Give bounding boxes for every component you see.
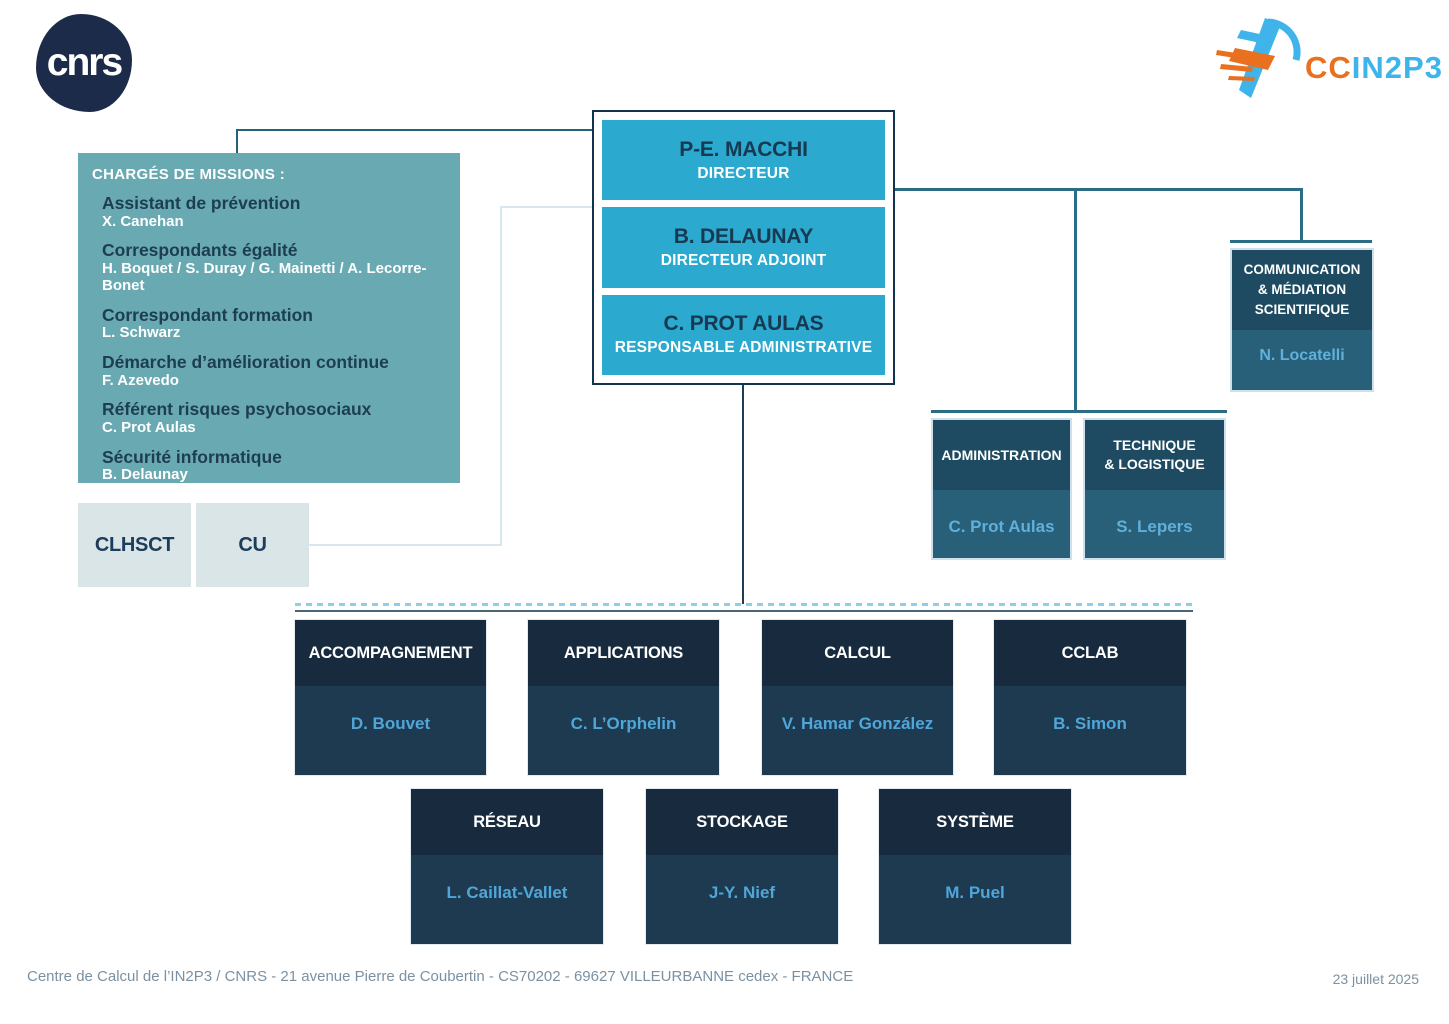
member-role: DIRECTEUR xyxy=(697,164,790,182)
missions-panel: CHARGÉS DE MISSIONS : Assistant de préve… xyxy=(78,153,460,483)
communication-title-line: COMMUNICATION xyxy=(1243,261,1361,277)
team-calcul: CALCUL V. Hamar González xyxy=(761,619,954,776)
unit-name: C. Prot Aulas xyxy=(933,490,1070,558)
unit-name: S. Lepers xyxy=(1085,490,1224,558)
team-systeme: SYSTÈME M. Puel xyxy=(878,788,1072,945)
mission-names: B. Delaunay xyxy=(102,466,188,484)
connector-committees-v xyxy=(500,206,502,546)
mission-role: Démarche d’amélioration continue xyxy=(102,351,389,372)
cnrs-logo: cnrs xyxy=(36,14,132,112)
communication-title: COMMUNICATION & MÉDIATION SCIENTIFIQUE xyxy=(1232,250,1372,330)
mission-role: Correspondant formation xyxy=(102,304,313,325)
team-name: V. Hamar González xyxy=(762,686,953,775)
communication-name: N. Locatelli xyxy=(1232,330,1372,390)
connector-right-v1 xyxy=(1074,188,1077,413)
connector-communication-h xyxy=(1230,240,1372,243)
communication-title-line: & MÉDIATION xyxy=(1257,281,1347,297)
mission-item: Correspondants égalité H. Boquet / S. Du… xyxy=(102,241,450,294)
mission-names: H. Boquet / S. Duray / G. Mainetti / A. … xyxy=(102,259,427,294)
connector-right-v2 xyxy=(1300,188,1303,243)
connector-top-left-h xyxy=(236,129,594,131)
team-title: CALCUL xyxy=(762,620,953,686)
connector-teams-solid xyxy=(295,610,1193,612)
mission-names: C. Prot Aulas xyxy=(102,418,196,436)
ccin2p3-logo-text: CCIN2P3 xyxy=(1305,50,1443,86)
team-applications: APPLICATIONS C. L’Orphelin xyxy=(527,619,720,776)
unit-technique-logistique: TECHNIQUE & LOGISTIQUE S. Lepers xyxy=(1083,418,1226,560)
committee-label: CU xyxy=(238,533,267,556)
team-title: CCLAB xyxy=(994,620,1186,686)
member-name: B. DELAUNAY xyxy=(673,224,814,248)
communication-title-line: SCIENTIFIQUE xyxy=(1254,302,1350,318)
mission-item: Correspondant formation L. Schwarz xyxy=(102,304,450,342)
mission-names: L. Schwarz xyxy=(102,324,181,342)
unit-title-line: & LOGISTIQUE xyxy=(1104,456,1205,472)
mission-item: Assistant de prévention X. Canehan xyxy=(102,193,450,230)
mission-names: X. Canehan xyxy=(102,212,184,230)
committee-label: CLHSCT xyxy=(94,533,175,556)
direction-box: P-E. MACCHI DIRECTEUR B. DELAUNAY DIRECT… xyxy=(592,110,895,385)
team-name: C. L’Orphelin xyxy=(528,686,719,775)
member-name: P-E. MACCHI xyxy=(679,137,808,161)
unit-title-line: TECHNIQUE xyxy=(1113,437,1196,454)
team-name: L. Caillat-Vallet xyxy=(411,855,603,944)
team-name: M. Puel xyxy=(879,855,1071,944)
team-cclab: CCLAB B. Simon xyxy=(993,619,1187,776)
unit-title: TECHNIQUE & LOGISTIQUE xyxy=(1085,420,1224,490)
connector-committees-h2 xyxy=(308,544,502,546)
committee-cu: CU xyxy=(196,503,309,587)
team-title: APPLICATIONS xyxy=(528,620,719,686)
direction-member-directeur-adjoint: B. DELAUNAY DIRECTEUR ADJOINT xyxy=(602,207,885,288)
connector-center-v xyxy=(742,385,744,604)
ccin2p3-logo: CCIN2P3 xyxy=(1213,14,1442,102)
team-name: B. Simon xyxy=(994,686,1186,775)
member-name: C. PROT AULAS xyxy=(663,312,824,336)
team-name: D. Bouvet xyxy=(295,686,486,775)
team-title: SYSTÈME xyxy=(879,789,1071,855)
member-role: RESPONSABLE ADMINISTRATIVE xyxy=(614,339,873,357)
mission-item: Référent risques psychosociaux C. Prot A… xyxy=(102,400,450,436)
connector-teams-dashed xyxy=(295,603,1193,606)
cnrs-logo-text: cnrs xyxy=(46,41,123,84)
connector-top-left-v xyxy=(236,129,238,155)
mission-role: Sécurité informatique xyxy=(102,446,282,467)
unit-title-line: ADMINISTRATION xyxy=(941,446,1062,463)
connector-committees-h1 xyxy=(500,206,592,208)
connector-units-h xyxy=(931,410,1227,413)
team-reseau: RÉSEAU L. Caillat-Vallet xyxy=(410,788,604,945)
unit-administration: ADMINISTRATION C. Prot Aulas xyxy=(931,418,1072,560)
team-stockage: STOCKAGE J-Y. Nief xyxy=(645,788,839,945)
ccin2p3-in2p3: IN2P3 xyxy=(1351,50,1443,85)
mission-role: Référent risques psychosociaux xyxy=(102,399,372,420)
direction-member-responsable-administrative: C. PROT AULAS RESPONSABLE ADMINISTRATIVE xyxy=(602,294,885,375)
team-title: RÉSEAU xyxy=(411,789,603,855)
ccin2p3-logo-icon xyxy=(1216,18,1301,98)
committee-clhsct: CLHSCT xyxy=(78,503,191,587)
mission-role: Assistant de prévention xyxy=(102,193,301,213)
unit-title: ADMINISTRATION xyxy=(933,420,1070,490)
team-name: J-Y. Nief xyxy=(646,855,838,944)
direction-member-directeur: P-E. MACCHI DIRECTEUR xyxy=(602,120,885,201)
connector-right-h xyxy=(895,188,1303,191)
missions-title: CHARGÉS DE MISSIONS : xyxy=(92,166,285,183)
mission-item: Démarche d’amélioration continue F. Azev… xyxy=(102,351,450,389)
team-title: ACCOMPAGNEMENT xyxy=(295,620,486,686)
mission-role: Correspondants égalité xyxy=(102,240,298,261)
team-accompagnement: ACCOMPAGNEMENT D. Bouvet xyxy=(294,619,487,776)
team-title: STOCKAGE xyxy=(646,789,838,855)
mission-item: Sécurité informatique B. Delaunay xyxy=(102,446,450,484)
mission-names: F. Azevedo xyxy=(102,371,179,389)
footer-date: 23 juillet 2025 xyxy=(1332,971,1419,987)
communication-box: COMMUNICATION & MÉDIATION SCIENTIFIQUE N… xyxy=(1230,248,1374,392)
footer-address: Centre de Calcul de l’IN2P3 / CNRS - 21 … xyxy=(27,968,854,985)
member-role: DIRECTEUR ADJOINT xyxy=(660,251,827,269)
ccin2p3-cc: CC xyxy=(1305,50,1352,85)
